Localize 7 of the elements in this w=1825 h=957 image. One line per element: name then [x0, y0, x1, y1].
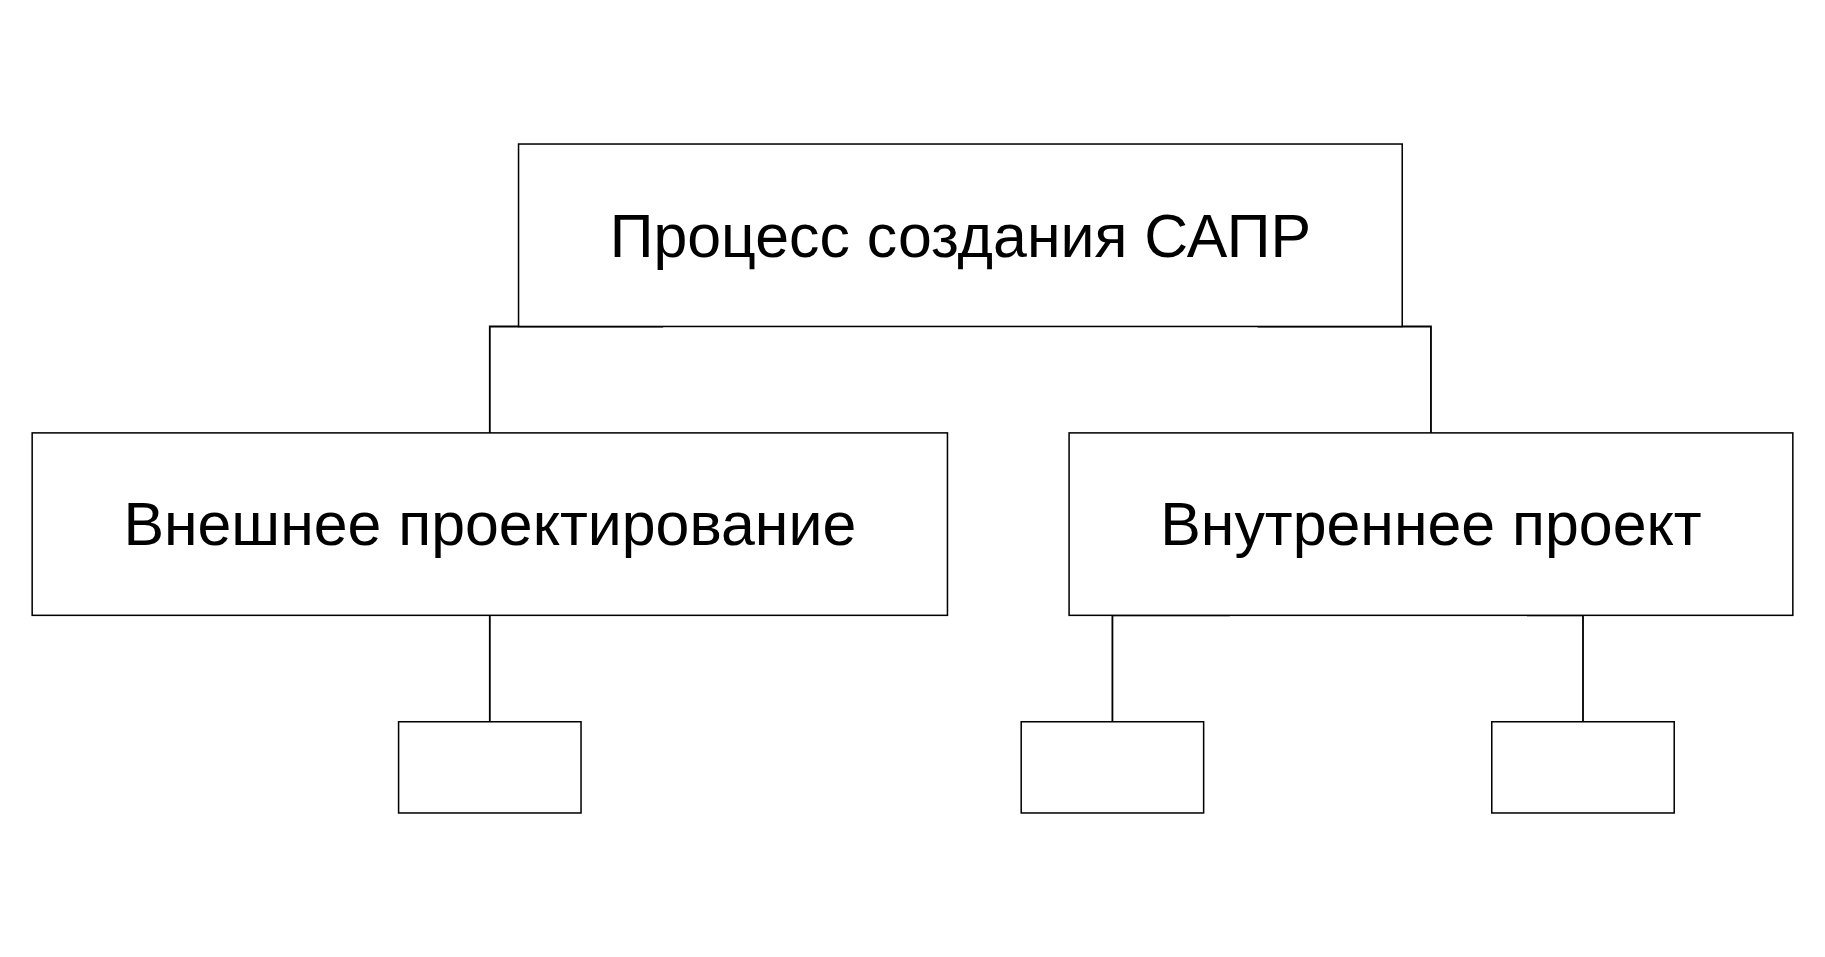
- node-box: [1491, 721, 1675, 814]
- node-box: Внешнее проектирование: [31, 432, 949, 617]
- connector: [488, 614, 491, 723]
- node-box: [397, 721, 582, 814]
- node-box: Внутреннее проект: [1068, 432, 1794, 617]
- node-box: [1020, 721, 1205, 814]
- node-box: Процесс создания САПР: [517, 143, 1403, 328]
